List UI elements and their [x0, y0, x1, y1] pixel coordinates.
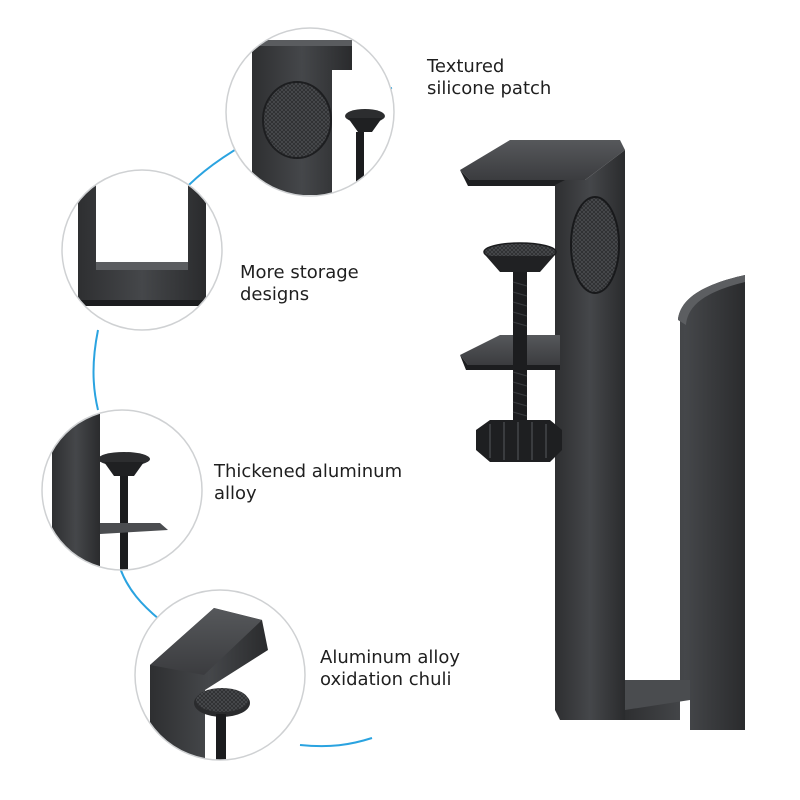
callout-line: Thickened aluminum [214, 461, 403, 482]
callout-aluminum-alloy-oxidation: Aluminum alloy oxidation chuli [320, 647, 460, 691]
detail-circle-patch [226, 28, 394, 196]
callout-thickened-aluminum-alloy: Thickened aluminum alloy [214, 461, 402, 505]
callout-line: silicone patch [427, 78, 552, 99]
detail-circle-oxidation [135, 590, 305, 760]
detail-circle-storage-ring [61, 169, 223, 331]
detail-circle-storage [62, 170, 222, 330]
detail-circle-patch-ring [225, 27, 395, 197]
detail-circle-oxidation-ring [134, 589, 306, 761]
detail-circle-alloy [42, 410, 202, 570]
callout-line: More storage [240, 262, 359, 283]
callout-line: alloy [214, 483, 257, 504]
detail-circle-alloy-ring [41, 409, 203, 571]
callout-more-storage-designs: More storage designs [240, 262, 359, 306]
main-product-clamp [460, 140, 745, 730]
callout-line: Aluminum alloy [320, 647, 461, 668]
callout-textured-silicone-patch: Textured silicone patch [427, 56, 551, 100]
callout-line: oxidation chuli [320, 669, 452, 690]
callout-line: Textured [427, 56, 505, 77]
callout-line: designs [240, 284, 310, 305]
